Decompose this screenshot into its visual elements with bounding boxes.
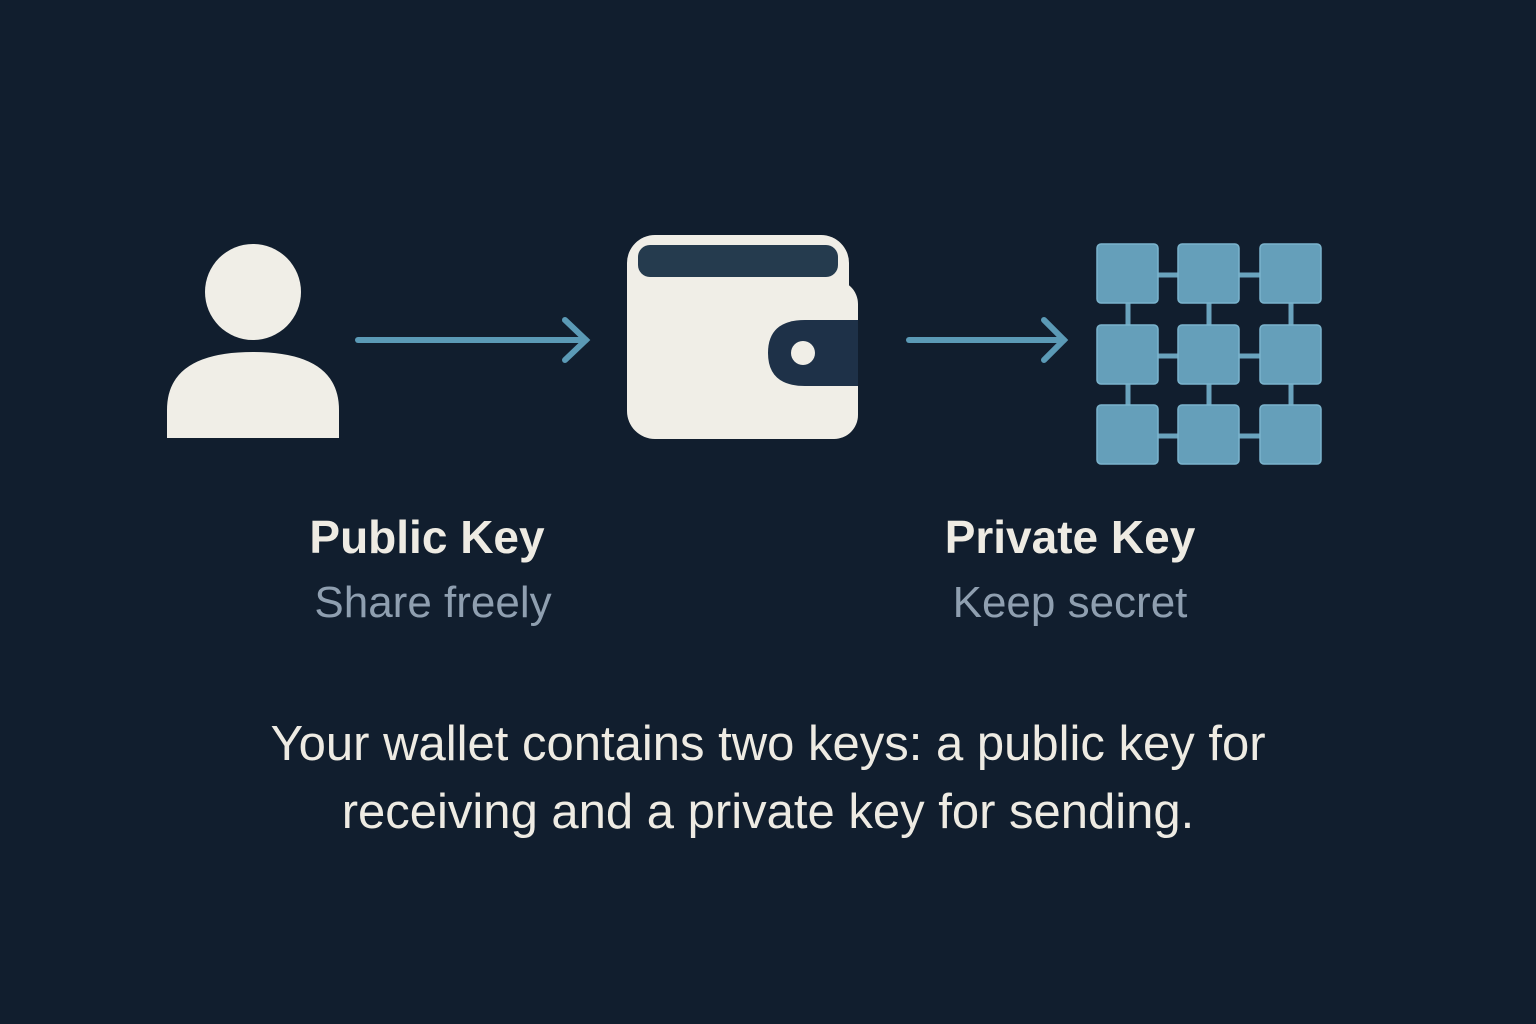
grid-cell bbox=[1177, 324, 1240, 385]
grid-cell bbox=[1177, 404, 1240, 465]
private-key-subtitle: Keep secret bbox=[952, 578, 1188, 627]
grid-cell bbox=[1096, 404, 1159, 465]
wallet-icon bbox=[627, 235, 858, 439]
private-key-title: Private Key bbox=[944, 511, 1196, 563]
grid-cell bbox=[1096, 324, 1159, 385]
key-grid-icon bbox=[1096, 243, 1322, 465]
grid-cell bbox=[1259, 404, 1322, 465]
caption: Your wallet contains two keys: a public … bbox=[0, 710, 1536, 846]
grid-cell bbox=[1259, 243, 1322, 304]
public-key-title: Public Key bbox=[309, 511, 545, 563]
grid-cell bbox=[1177, 243, 1240, 304]
arrow-right-icon bbox=[906, 317, 1069, 363]
grid-cell bbox=[1096, 243, 1159, 304]
grid-cell bbox=[1259, 324, 1322, 385]
arrow-right-icon bbox=[355, 317, 591, 363]
public-key-subtitle: Share freely bbox=[314, 578, 552, 627]
user-icon bbox=[167, 244, 339, 438]
caption-line-1: Your wallet contains two keys: a public … bbox=[270, 717, 1266, 771]
caption-line-2: receiving and a private key for sending. bbox=[341, 785, 1195, 839]
